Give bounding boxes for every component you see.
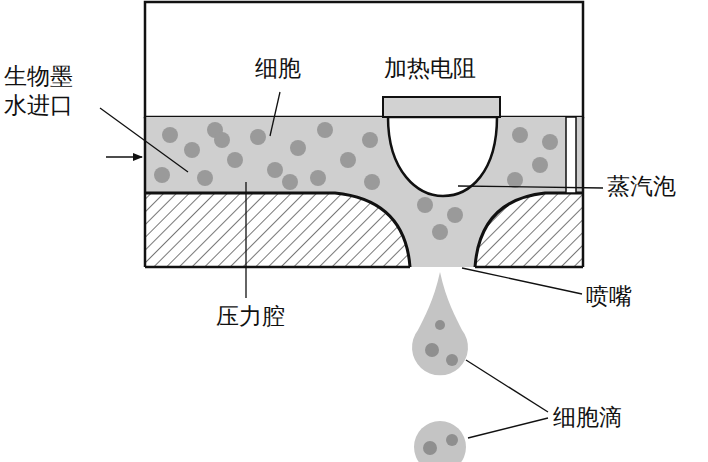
cell-dot (227, 152, 243, 168)
cell-dots (154, 122, 558, 240)
leader-lines (100, 92, 603, 438)
cell-dot (154, 167, 170, 183)
cell-dot (417, 197, 433, 213)
cell-label: 细胞 (255, 54, 301, 83)
cell-dot (250, 129, 266, 145)
vapor-bubble (388, 117, 497, 196)
cell-dot (512, 127, 528, 143)
chamber-wall-right (475, 193, 583, 267)
chamber-wall-left (145, 193, 410, 267)
cell-droplet (412, 272, 468, 375)
end-wall (566, 117, 576, 193)
lower-body-right (475, 193, 583, 267)
housing-top (145, 2, 583, 117)
chamber-label: 压力腔 (216, 302, 285, 331)
nozzle-label: 喷嘴 (586, 282, 632, 311)
cell-dot (184, 142, 200, 158)
cell-dot (282, 174, 298, 190)
pressure-chamber (145, 117, 583, 195)
cell-dot (162, 127, 178, 143)
bubble-label: 蒸汽泡 (607, 172, 676, 201)
cell-dot (197, 170, 213, 186)
cell-dot (542, 134, 558, 150)
cell-dot (447, 207, 463, 223)
inlet-arrow (106, 156, 142, 158)
cell-dot (214, 132, 230, 148)
lower-body-left (145, 193, 410, 267)
cell-dot (432, 224, 448, 240)
cell-dot (267, 162, 283, 178)
cell-droplet (414, 421, 466, 462)
base-line (145, 266, 410, 269)
heater-label: 加热电阻 (384, 54, 476, 83)
heater-resistor (383, 97, 500, 117)
cell-dot (532, 157, 548, 173)
cell-dot (340, 152, 356, 168)
droplet-label: 细胞滴 (553, 403, 622, 432)
cell-dot (507, 172, 523, 188)
droplet-cells (423, 320, 458, 455)
cell-dot (290, 140, 306, 156)
housing-side (582, 117, 585, 267)
cell-dot (310, 170, 326, 186)
cell-dot (362, 132, 378, 148)
base-line (475, 266, 583, 269)
cell-dot (364, 174, 380, 190)
cell-dot (317, 122, 333, 138)
inlet-label: 生物墨 水进口 (4, 62, 82, 120)
